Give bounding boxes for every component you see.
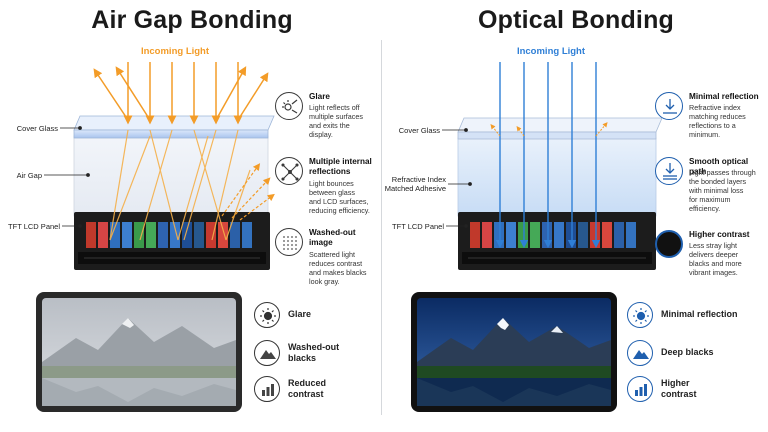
annotation-smooth-line: for maximum <box>689 195 731 204</box>
annotation-washed-line: Scattered light <box>309 250 355 259</box>
dots-grid-icon <box>275 228 303 256</box>
annotation-smooth-line: efficiency. <box>689 204 721 213</box>
annotation-glare-line: multiple surfaces <box>309 112 363 121</box>
right-incoming-light-label: Incoming Light <box>516 46 586 57</box>
air-gap-label: Air Gap <box>16 171 42 180</box>
sun-icon <box>254 302 280 328</box>
annotation-glare-line: display. <box>309 130 333 139</box>
annotation-reflections-line: and LCD surfaces, <box>309 197 369 206</box>
bar-chart-icon <box>254 376 280 402</box>
left-incoming-light-label: Incoming Light <box>140 46 210 57</box>
lcd-pixels <box>86 222 252 248</box>
annotation-smooth-line: with minimal loss <box>689 186 744 195</box>
right-tablet-image <box>411 292 617 412</box>
annotation-washed-title: Washed-out <box>309 228 356 237</box>
cover-glass-layer <box>73 115 275 131</box>
annotation-minimal-line: minimum. <box>689 130 721 139</box>
sun-icon <box>627 302 653 328</box>
glare-icon <box>275 92 303 120</box>
annotation-reflections-title: reflections <box>309 167 351 176</box>
legend-higher-label: contrast <box>661 389 697 399</box>
legend-washed-label: Washed-out <box>288 342 340 352</box>
annotation-glare-line: and exits the <box>309 121 350 130</box>
legend-glare-label: Glare <box>288 309 312 319</box>
legend-deep-label: Deep blacks <box>661 347 714 357</box>
annotation-minimal-line: Refractive index <box>689 103 741 112</box>
bar-chart-icon <box>627 376 653 402</box>
annotation-washed-line: reduces contrast <box>309 259 363 268</box>
annotation-minimal-line: matching reduces <box>689 112 746 121</box>
left-tft-panel-label: TFT LCD Panel <box>8 222 60 231</box>
legend-minimal-label: Minimal reflection <box>661 309 738 319</box>
annotation-reflections-line: reducing efficiency. <box>309 206 370 215</box>
optical-bonding-diagram <box>442 62 663 270</box>
mountain-icon <box>254 340 280 366</box>
mountain-icon <box>627 340 653 366</box>
black-circle-icon <box>655 230 683 258</box>
right-cover-glass-label: Cover Glass <box>398 126 440 135</box>
annotation-contrast-title: Higher contrast <box>689 230 750 239</box>
annotation-contrast-line: vibrant images. <box>689 268 738 277</box>
right-cover-glass-layer <box>457 117 663 133</box>
annotation-washed-line: and makes blacks <box>309 268 367 277</box>
annotation-minimal-line: reflections to a <box>689 121 736 130</box>
annotation-minimal-title: Minimal reflection <box>689 92 759 101</box>
legend-contrast-label: contrast <box>288 389 324 399</box>
legend-higher-label: Higher <box>661 378 690 388</box>
left-tablet-image <box>36 292 242 412</box>
annotation-contrast-line: Less stray light <box>689 241 737 250</box>
air-gap-title: Air Gap Bonding <box>91 6 293 34</box>
adhesive-label: Matched Adhesive <box>384 184 446 193</box>
right-lcd-pixels <box>470 222 636 248</box>
center-divider <box>381 40 382 415</box>
annotation-washed-title: image <box>309 238 333 247</box>
down-arrow-layers-icon <box>655 157 683 185</box>
adhesive-label: Refractive Index <box>391 175 446 184</box>
annotation-reflections-line: Light bounces <box>309 179 354 188</box>
annotation-contrast-line: delivers deeper <box>689 250 739 259</box>
legend-contrast-label: Reduced <box>288 378 327 388</box>
down-arrow-surface-icon <box>655 92 683 120</box>
annotation-reflections-line: between glass <box>309 188 355 197</box>
annotation-smooth-line: the bonded layers <box>689 177 747 186</box>
annotation-washed-line: look gray. <box>309 277 340 286</box>
annotation-reflections-title: Multiple internal <box>309 157 372 166</box>
air-gap-layer <box>73 135 269 217</box>
annotation-glare-title: Glare <box>309 92 330 101</box>
optical-bonding-title: Optical Bonding <box>477 6 675 34</box>
left-cover-glass-label: Cover Glass <box>16 124 58 133</box>
annotation-smooth-title: Smooth optical path <box>689 157 749 176</box>
scatter-arrows-icon <box>275 157 303 185</box>
adhesive-layer <box>457 137 657 217</box>
annotation-glare-line: Light reflects off <box>309 103 360 112</box>
annotation-contrast-line: blacks and more <box>689 259 742 268</box>
air-gap-diagram <box>44 62 275 270</box>
right-tft-panel-label: TFT LCD Panel <box>392 222 444 231</box>
legend-washed-label: blacks <box>288 353 317 363</box>
annotation-smooth-line: Light passes through <box>689 168 756 177</box>
